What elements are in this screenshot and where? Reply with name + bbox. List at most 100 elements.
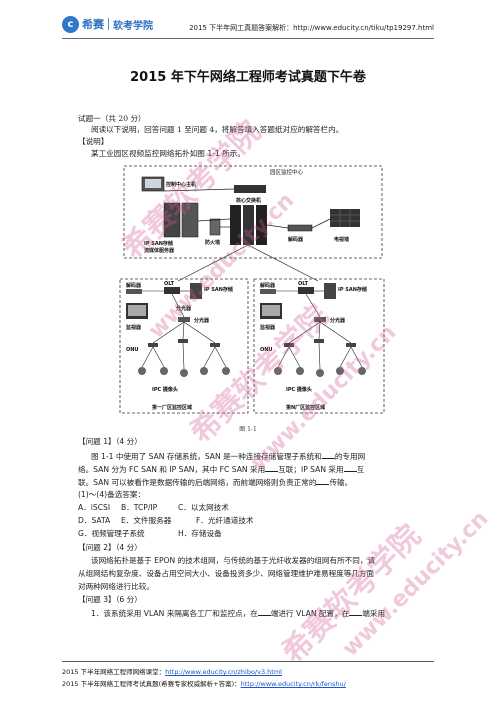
problem1-line1-text-b: 的专用网 — [334, 452, 366, 461]
zone1-links — [141, 290, 227, 370]
zone2-decoder-icon — [260, 289, 276, 294]
problem1-line3-text-b: 传输。 — [329, 478, 353, 487]
zone1-zone-label: 第一厂区监控区域 — [152, 404, 192, 411]
page-header: c 希赛 软考学院 2015 下半年网工真题答案解析：http://www.ed… — [62, 14, 434, 39]
option-a: A．iSCSI — [78, 503, 111, 512]
san-server-label-1: IP SAN存储 — [144, 240, 173, 247]
core-switch-icon — [234, 185, 266, 193]
firewall-label: 防火墙 — [205, 239, 220, 246]
media-server-icon — [181, 202, 199, 238]
zone2-splitter-icon — [314, 317, 326, 322]
zone2-decoder-label: 解码器 — [260, 282, 276, 289]
tv-wall-icon — [330, 209, 360, 227]
zone2-san-icon — [324, 283, 336, 299]
problem1-line2-text-b: 互联；IP SAN 采用 — [278, 465, 344, 474]
problem2-line3: 对两种网络进行比较。 — [78, 582, 154, 591]
zone1-onu-icons — [148, 339, 220, 347]
logo-mark-icon: c — [62, 15, 79, 33]
logo-subbrand: 软考学院 — [113, 20, 153, 32]
center-decoder-label: 解码器 — [288, 236, 304, 243]
control-host-label: 控制中心主机 — [166, 181, 196, 188]
zone2-olt-label: OLT — [298, 281, 309, 287]
educity-logo: c 希赛 软考学院 — [62, 14, 153, 34]
zone1-olt-label: OLT — [164, 281, 175, 287]
footer-line-1: 2015 下半年网络工程师网络课堂：http://www.educity.cn/… — [62, 666, 282, 676]
answer-blank-2 — [265, 464, 279, 472]
answer-blank-6 — [349, 608, 363, 616]
problem1-line2-text-c: 互 — [356, 465, 365, 474]
options-label: (1)～(4)备选答案： — [78, 490, 146, 499]
description-label: 【说明】 — [78, 137, 109, 146]
question-heading: 试题一（共 20 分） — [78, 114, 146, 123]
problem1-line3-text-a: 联。SAN 可以被看作是数据传输的后端网络，而前端网络则负责正常的 — [78, 478, 317, 487]
description-text: 某工业园区视频监控网络拓扑如图 1-1 所示。 — [91, 149, 245, 158]
problem2-line1: 该网络拓扑是基于 EPON 的技术组网，与传统的基于光纤收发器的组网有所不同，请 — [91, 556, 376, 565]
logo-divider — [108, 18, 109, 30]
zone1-monitor-label: 监视器 — [126, 324, 142, 331]
zone2-olt-icon — [298, 287, 314, 294]
rack-icon-a — [230, 205, 241, 245]
footer-line-2: 2015 下半年网络工程师考试真题(希赛专家权威解析+答案)：http://ww… — [62, 678, 346, 688]
network-topology-diagram: 园区监控中心 控制中心主机 核心交换机 IP SAN存储 流媒体服务器 防火墙 … — [119, 165, 385, 414]
monitoring-center-label: 园区监控中心 — [270, 168, 304, 176]
problem3-heading: 【问题 3】（6 分） — [78, 595, 142, 604]
watermark-text: 希赛软考学院 — [275, 518, 428, 671]
zone1-camera-icons — [138, 367, 230, 377]
core-switch-label: 核心交换机 — [236, 197, 261, 204]
problem1-line3: 联。SAN 可以被看作是数据传输的后端网络，而前端网络则负责正常的 传输。 — [78, 477, 352, 488]
problem3-line1-text-a: 1．该系统采用 VLAN 来隔离各工厂和监控点，在 — [91, 609, 258, 618]
question-intro: 阅读以下说明，回答问题 1 至问题 4，将解答填入答题纸对应的解答栏内。 — [91, 125, 344, 134]
san-server-label-2: 流媒体服务器 — [144, 247, 175, 254]
answer-blank-3 — [343, 464, 357, 472]
option-d: D．SATA — [78, 516, 111, 525]
page-title: 2015 年下午网络工程师考试真题下午卷 — [130, 70, 366, 85]
option-b: B．TCP/IP — [121, 503, 158, 512]
zone1-onu-label: ONU — [126, 347, 139, 353]
problem3-line1-text-c: 端采用 — [362, 609, 386, 618]
san-server-icon — [163, 202, 181, 238]
zone2-camera-label: IPC 摄像头 — [286, 386, 312, 393]
rack-icon-b — [243, 205, 254, 245]
zone2-camera-icons — [274, 367, 366, 377]
zone2-monitor-label: 监视器 — [260, 324, 276, 331]
zone1-san-icon — [190, 283, 202, 299]
zone2-splitter-label: 分光器 — [330, 317, 346, 324]
zone2-san-label: IP SAN存储 — [338, 286, 367, 293]
problem1-line2: 络。SAN 分为 FC SAN 和 IP SAN，其中 FC SAN 采用互联；… — [78, 464, 364, 475]
zone1-frame — [119, 278, 249, 414]
center-decoder-icon — [287, 224, 313, 232]
center-links — [163, 188, 331, 282]
zone2-onu-icons — [284, 339, 356, 347]
option-c: C．以太网技术 — [178, 503, 229, 512]
option-g: G．视频管理子系统 — [78, 529, 145, 538]
answer-blank-1 — [321, 451, 335, 459]
zone1-splitter-top-label: 分光器 — [176, 305, 192, 312]
zone1-splitter-label: 分光器 — [194, 317, 210, 324]
zone2-onu-label: ONU — [260, 347, 273, 353]
figure-caption: 图 1-1 — [239, 426, 257, 433]
footer-line1-text: 2015 下半年网络工程师网络课堂： — [62, 668, 166, 676]
zone1-olt-icon — [164, 287, 180, 294]
answer-blank-5 — [257, 608, 271, 616]
option-h: H．存储设备 — [178, 529, 222, 538]
answer-blank-4 — [316, 477, 330, 485]
problem3-line1: 1．该系统采用 VLAN 来隔离各工厂和监控点，在端进行 VLAN 配置，在端采… — [91, 608, 385, 619]
zone2-monitor-screen — [262, 305, 280, 316]
zone1-camera-label: IPC 摄像头 — [152, 386, 178, 393]
zone1-splitter-icon — [178, 317, 190, 322]
problem2-heading: 【问题 2】（4 分） — [78, 543, 142, 552]
option-e: E．文件服务器 — [121, 516, 172, 525]
tv-wall-label: 电视墙 — [334, 236, 349, 243]
zone2-frame — [253, 278, 385, 414]
footer-score-link[interactable]: http://www.educity.cn/rk/fenshu/ — [240, 680, 346, 688]
footer-course-link[interactable]: http://www.educity.cn/zhibo/v3.html — [165, 668, 282, 676]
zone1-monitor-screen — [128, 305, 146, 316]
zone1-decoder-icon — [126, 289, 142, 294]
problem1-heading: 【问题 1】（4 分） — [78, 437, 142, 446]
footer-divider — [62, 661, 434, 662]
header-answer-link[interactable]: 2015 下半年网工真题答案解析：http://www.educity.cn/t… — [189, 24, 434, 32]
zone2-zone-label: 第N厂区监控区域 — [286, 404, 325, 411]
firewall-icon — [209, 218, 221, 236]
watermark-url: www.educity.cn — [338, 506, 494, 662]
